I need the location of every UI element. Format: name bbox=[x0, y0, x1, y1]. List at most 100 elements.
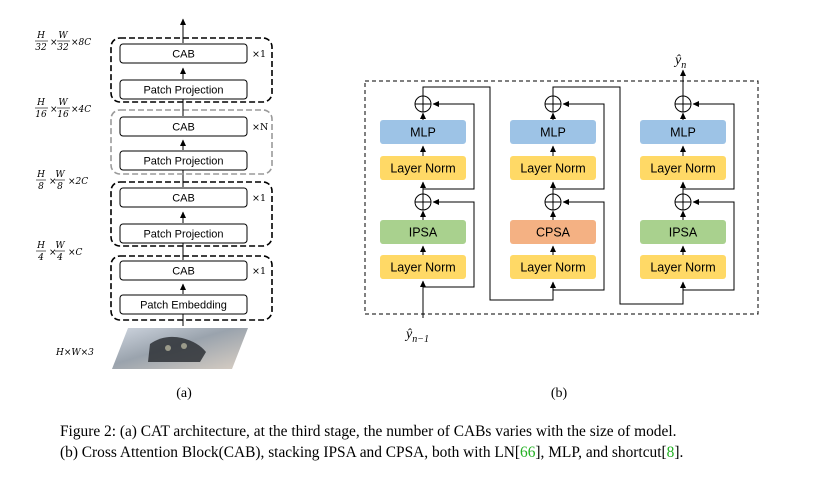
cab-outer-frame bbox=[364, 80, 759, 315]
stage-4: Patch Projection CAB ×1 bbox=[110, 37, 273, 103]
stage-3-frame bbox=[110, 109, 273, 175]
stage-1-proj-box bbox=[119, 294, 248, 315]
svg-text:4: 4 bbox=[56, 253, 63, 263]
svg-text:4: 4 bbox=[37, 253, 44, 263]
citation-link-8[interactable]: 8 bbox=[666, 444, 675, 461]
svg-text:H: H bbox=[36, 241, 45, 251]
col3-mlp-label: MLP bbox=[670, 126, 696, 140]
dim-label-stage-3: H 16 × W 16 ×4C bbox=[35, 98, 91, 120]
col3-norm-bottom-label: Layer Norm bbox=[650, 261, 715, 275]
stage-3-cab-label: CAB bbox=[172, 122, 195, 134]
col3-norm-bottom-box bbox=[640, 255, 726, 279]
cab-column-1: MLP Layer Norm IPSA Layer Norm bbox=[380, 95, 475, 318]
col3-mlp-box bbox=[640, 120, 726, 144]
col2-attn-box bbox=[510, 220, 596, 244]
input-image bbox=[112, 328, 248, 369]
stage-3-proj-label: Patch Projection bbox=[143, 156, 223, 168]
caption-line-2-part-c: ]. bbox=[674, 444, 684, 461]
stage-1-cab-label: CAB bbox=[172, 266, 195, 278]
dim-label-stage-4: H 32 × W 32 ×8C bbox=[35, 31, 91, 53]
col1-mlp-box bbox=[380, 120, 466, 144]
stage-3-proj-box bbox=[119, 150, 248, 171]
col2-norm-top-label: Layer Norm bbox=[520, 162, 585, 176]
svg-text:×: × bbox=[50, 38, 58, 48]
svg-text:×: × bbox=[49, 248, 57, 258]
stage-2-multiplier: ×1 bbox=[252, 193, 266, 204]
stage-1-multiplier: ×1 bbox=[252, 266, 266, 277]
col1-shortcut-top bbox=[423, 101, 475, 190]
svg-text:16: 16 bbox=[35, 110, 47, 120]
svg-text:16: 16 bbox=[57, 110, 69, 120]
svg-text:W: W bbox=[55, 170, 65, 180]
stage-1-cab-box bbox=[119, 260, 248, 281]
svg-text:×: × bbox=[50, 105, 58, 115]
col1-norm-bottom-label: Layer Norm bbox=[390, 261, 455, 275]
col1-norm-top-label: Layer Norm bbox=[390, 162, 455, 176]
col2-mlp-box bbox=[510, 120, 596, 144]
svg-text:32: 32 bbox=[57, 43, 69, 53]
figure-caption: Figure 2: (a) CAT architecture, at the t… bbox=[60, 421, 805, 463]
panel-a-sublabel: (a) bbox=[176, 386, 192, 401]
col2-norm-bottom-box bbox=[510, 255, 596, 279]
stage-2-proj-box bbox=[119, 223, 248, 244]
dim-label-stage-1: H 4 × W 4 ×C bbox=[36, 241, 83, 263]
svg-text:H: H bbox=[36, 98, 45, 108]
col2-norm-bottom-label: Layer Norm bbox=[520, 261, 585, 275]
svg-text:×2C: ×2C bbox=[68, 177, 88, 187]
svg-text:×8C: ×8C bbox=[71, 38, 91, 48]
col1-norm-bottom-box bbox=[380, 255, 466, 279]
stage-4-proj-label: Patch Projection bbox=[143, 85, 223, 97]
panel-a: H×W×3 Patch Embedding CAB ×1 Patch Proje… bbox=[35, 18, 273, 401]
col3-shortcut-bottom bbox=[683, 199, 735, 291]
col3-norm-top-box bbox=[640, 156, 726, 180]
input-dims-label: H×W×3 bbox=[55, 348, 94, 358]
stage-2-cab-label: CAB bbox=[172, 193, 195, 205]
stage-4-frame bbox=[110, 37, 273, 103]
caption-line-2-part-a: (b) Cross Attention Block(CAB), stacking… bbox=[60, 444, 521, 461]
stage-3-multiplier: ×N bbox=[252, 122, 268, 133]
stage-2-proj-label: Patch Projection bbox=[143, 229, 223, 241]
svg-text:W: W bbox=[58, 31, 68, 41]
output-symbol: ŷn bbox=[673, 53, 686, 71]
svg-text:32: 32 bbox=[35, 43, 47, 53]
col3-attn-box bbox=[640, 220, 726, 244]
stage-4-cab-label: CAB bbox=[172, 49, 195, 61]
stage-4-proj-box bbox=[119, 79, 248, 100]
svg-text:H: H bbox=[36, 170, 45, 180]
dim-label-stage-2: H 8 × W 8 ×2C bbox=[36, 170, 88, 192]
panel-b: ŷn ŷn−1 MLP Layer Norm IPSA Layer Norm bbox=[364, 53, 759, 401]
stage-4-multiplier: ×1 bbox=[252, 49, 266, 60]
stage-1-proj-label: Patch Embedding bbox=[140, 300, 227, 312]
input-symbol: ŷn−1 bbox=[404, 327, 429, 345]
svg-text:8: 8 bbox=[57, 182, 63, 192]
stage-1-frame bbox=[110, 255, 273, 321]
col2-shortcut-bottom bbox=[553, 199, 605, 291]
col2-mlp-label: MLP bbox=[540, 126, 566, 140]
stage-3-cab-box bbox=[119, 116, 248, 137]
caption-line-1: Figure 2: (a) CAT architecture, at the t… bbox=[60, 423, 677, 440]
col3-norm-top-label: Layer Norm bbox=[650, 162, 715, 176]
svg-text:8: 8 bbox=[38, 182, 44, 192]
svg-text:W: W bbox=[58, 98, 68, 108]
svg-text:×C: ×C bbox=[68, 248, 83, 258]
stage-3: Patch Projection CAB ×N bbox=[110, 109, 273, 175]
col1-shortcut-bottom bbox=[423, 199, 475, 288]
connector-col1-to-col2 bbox=[422, 86, 556, 301]
col1-norm-top-box bbox=[380, 156, 466, 180]
caption-line-2-part-b: ], MLP, and shortcut[ bbox=[535, 444, 667, 461]
stage-2-frame bbox=[110, 181, 273, 247]
col2-shortcut-top bbox=[553, 101, 605, 190]
stage-4-cab-box bbox=[119, 43, 248, 64]
col1-mlp-label: MLP bbox=[410, 126, 436, 140]
cab-column-2: MLP Layer Norm CPSA Layer Norm bbox=[510, 95, 605, 291]
svg-text:×: × bbox=[49, 177, 57, 187]
cab-column-3: MLP Layer Norm IPSA Layer Norm bbox=[640, 69, 735, 291]
stage-2: Patch Projection CAB ×1 bbox=[110, 181, 273, 247]
col2-norm-top-box bbox=[510, 156, 596, 180]
col3-shortcut-top bbox=[683, 101, 735, 190]
citation-link-66[interactable]: 66 bbox=[520, 444, 536, 461]
panel-b-sublabel: (b) bbox=[551, 386, 568, 401]
stage-2-cab-box bbox=[119, 187, 248, 208]
col2-attn-label: CPSA bbox=[536, 226, 571, 240]
